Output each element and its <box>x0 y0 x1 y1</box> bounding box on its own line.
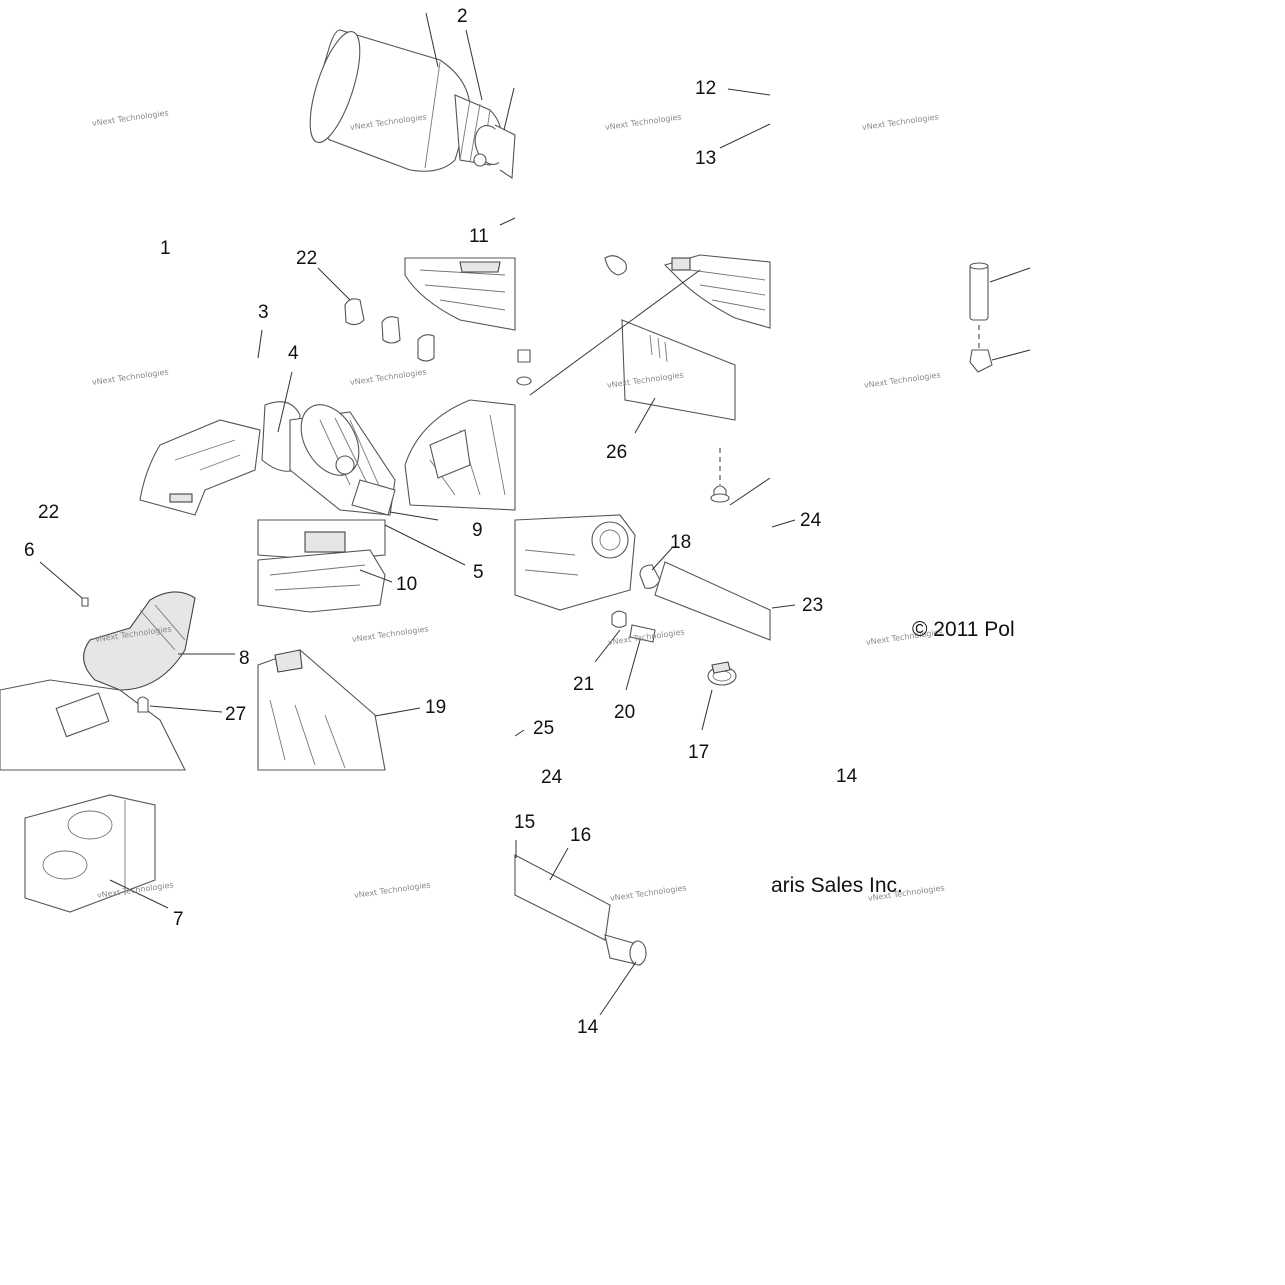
watermark: vNext Technologies <box>353 880 431 900</box>
hose-23 <box>639 561 771 641</box>
watermark: vNext Technologies <box>349 367 427 387</box>
callout-13: 13 <box>695 148 716 169</box>
callout-17: 17 <box>688 742 709 763</box>
base-cover-7 <box>24 794 156 913</box>
callout-19: 19 <box>425 697 446 718</box>
callouts: 2 12 13 11 1 22 3 4 26 22 9 24 18 6 5 10… <box>24 6 858 1038</box>
watermark: vNext Technologies <box>863 370 941 390</box>
callout-22-lower: 22 <box>38 502 59 523</box>
callout-24-upper: 24 <box>800 510 822 531</box>
callout-27: 27 <box>225 704 246 725</box>
callout-12: 12 <box>695 78 716 99</box>
copyright-part-b: aris Sales Inc. <box>771 874 903 897</box>
watermark: vNext Technologies <box>91 108 169 128</box>
airbox-upper-right <box>663 254 771 329</box>
callout-7: 7 <box>173 909 184 930</box>
callout-16: 16 <box>570 825 591 846</box>
leader-lines <box>39 12 1031 1016</box>
clamp-fragment <box>604 255 627 276</box>
airbox-housing <box>404 399 516 511</box>
callout-21: 21 <box>573 674 594 695</box>
callout-20: 20 <box>614 702 635 723</box>
watermark: vNext Technologies <box>609 883 687 903</box>
callout-14-upper: 14 <box>836 766 858 787</box>
watermark: vNext Technologies <box>604 112 682 132</box>
watermark: vNext Technologies <box>861 112 939 132</box>
callout-9: 9 <box>472 520 483 541</box>
callout-14-lower: 14 <box>577 1017 599 1038</box>
callout-2: 2 <box>457 6 468 27</box>
watermark: vNext Technologies <box>351 624 429 644</box>
callout-6: 6 <box>24 540 35 561</box>
callout-5: 5 <box>473 562 484 583</box>
watermark: vNext Technologies <box>91 367 169 387</box>
watermarks: vNext Technologies vNext Technologies vN… <box>91 108 945 903</box>
callout-15: 15 <box>514 812 535 833</box>
callout-24-lower: 24 <box>541 767 563 788</box>
airbox-cover <box>404 257 516 331</box>
intake-snorkel <box>0 591 196 771</box>
tile-gaps <box>0 232 1285 254</box>
airbox-gasket <box>257 519 386 613</box>
callout-23: 23 <box>802 595 823 616</box>
air-filter-element <box>309 29 516 179</box>
callout-3: 3 <box>258 302 269 323</box>
callout-25: 25 <box>533 718 554 739</box>
intake-duct <box>261 401 396 516</box>
copyright-notice: © 2011 Pol aris Sales Inc. <box>771 618 1015 897</box>
hose-16 <box>514 854 647 966</box>
airbox-lower-middle <box>514 514 636 611</box>
callout-26: 26 <box>606 442 627 463</box>
clamp-20-21 <box>611 610 656 643</box>
filter-plate <box>621 319 736 421</box>
hose-clamp-17 <box>707 661 737 686</box>
callout-22-upper: 22 <box>296 248 317 269</box>
lower-airbox-body <box>257 649 386 771</box>
callout-18: 18 <box>670 532 691 553</box>
callout-1: 1 <box>160 238 171 259</box>
callout-11: 11 <box>469 226 489 247</box>
callout-8: 8 <box>239 648 250 669</box>
copyright-part-a: © 2011 Pol <box>912 618 1015 641</box>
fastener-26 <box>710 448 730 503</box>
callout-10: 10 <box>396 574 417 595</box>
breather-tube <box>969 262 993 373</box>
bolt-group-22 <box>344 298 532 386</box>
callout-4: 4 <box>288 343 299 364</box>
airbox-tray-left <box>139 419 261 516</box>
